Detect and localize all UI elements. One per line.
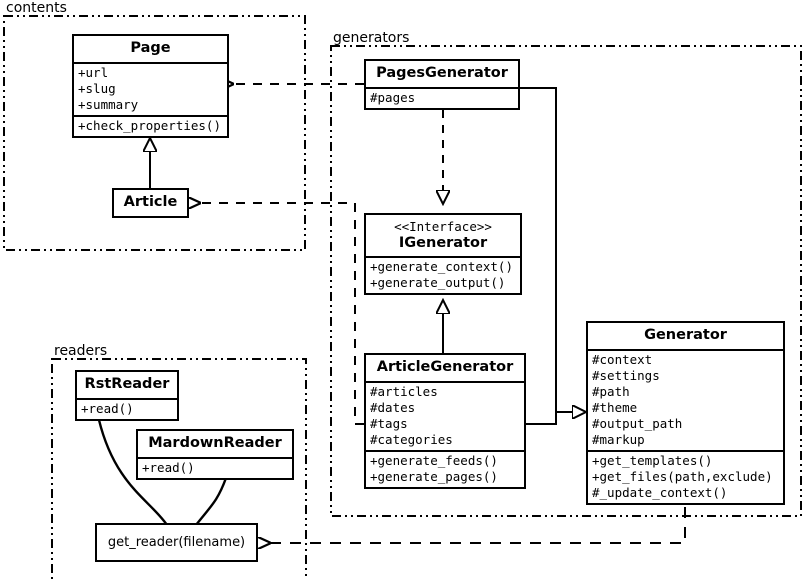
operation-row: +get_files(path,exclude) (592, 468, 773, 484)
operation-row: +get_templates() (592, 452, 713, 468)
attribute-row: #theme (592, 399, 638, 415)
class-box-article-generator[interactable]: ArticleGenerator #articles #dates #tags … (364, 353, 526, 489)
attribute-row: #pages (370, 89, 416, 105)
attribute-row: #tags (370, 415, 408, 431)
class-operations-igenerator: +generate_context() +generate_output() (366, 256, 520, 293)
class-box-igenerator[interactable]: <<Interface>> IGenerator +generate_conte… (364, 213, 522, 296)
package-label-generators: generators (331, 30, 412, 46)
class-title-generator: Generator (644, 327, 727, 343)
line-get-reader-to-mardownreader (195, 466, 235, 526)
class-title-mardown-reader: MardownReader (148, 435, 282, 451)
package-label-contents: contents (4, 0, 69, 16)
class-attributes-page: +url +slug +summary (74, 61, 227, 115)
attribute-row: #context (592, 351, 653, 367)
package-label-readers: readers (52, 343, 110, 359)
class-operations-rst-reader: +read() (77, 397, 177, 419)
attribute-row: #dates (370, 399, 416, 415)
attribute-row: #output_path (592, 415, 683, 431)
class-title-page: Page (130, 40, 171, 56)
class-box-pages-generator[interactable]: PagesGenerator #pages (364, 59, 520, 110)
class-box-page[interactable]: Page +url +slug +summary +check_properti… (72, 34, 229, 138)
class-attributes-pages-generator: #pages (366, 86, 518, 108)
attribute-row: #articles (370, 383, 438, 399)
class-name-igenerator: IGenerator (398, 234, 488, 251)
line-articlegenerator-to-generator (526, 412, 557, 425)
line-articlegenerator-to-article (200, 203, 364, 425)
attribute-row: #categories (370, 431, 453, 447)
function-box-get-reader[interactable]: get_reader(filename) (95, 523, 258, 562)
attribute-row: #path (592, 383, 630, 399)
operation-row: +generate_feeds() (370, 452, 498, 468)
operation-row: #_update_context() (592, 484, 728, 500)
attribute-row: #markup (592, 431, 645, 447)
class-title-article-generator: ArticleGenerator (376, 359, 514, 375)
attribute-row: +slug (78, 80, 116, 96)
class-box-generator[interactable]: Generator #context #settings #path #them… (586, 321, 785, 505)
class-attributes-article-generator: #articles #dates #tags #categories (366, 380, 524, 450)
operation-row: +check_properties() (78, 117, 221, 133)
operation-row: +read() (81, 400, 134, 416)
operation-row: +read() (142, 459, 195, 475)
operation-row: +generate_pages() (370, 468, 498, 484)
class-attributes-generator: #context #settings #path #theme #output_… (588, 348, 783, 450)
class-operations-generator: +get_templates() +get_files(path,exclude… (588, 449, 783, 503)
operation-row: +generate_output() (370, 275, 506, 291)
class-title-article: Article (123, 194, 178, 210)
attribute-row: +url (78, 64, 109, 80)
class-box-mardown-reader[interactable]: MardownReader +read() (136, 429, 294, 480)
attribute-row: +summary (78, 96, 139, 112)
class-operations-page: +check_properties() (74, 114, 227, 136)
attribute-row: #settings (592, 367, 660, 383)
class-box-rst-reader[interactable]: RstReader +read() (75, 370, 179, 421)
operation-row: +generate_context() (370, 259, 513, 275)
line-generator-to-get-reader (270, 507, 686, 543)
class-operations-mardown-reader: +read() (138, 456, 292, 478)
class-operations-article-generator: +generate_feeds() +generate_pages() (366, 449, 524, 487)
function-label-get-reader: get_reader(filename) (107, 535, 246, 550)
class-box-article[interactable]: Article (112, 188, 189, 218)
class-title-igenerator: <<Interface>> IGenerator (366, 215, 520, 256)
class-stereotype-igenerator: <<Interface>> (394, 219, 492, 234)
class-title-rst-reader: RstReader (84, 376, 170, 392)
class-title-pages-generator: PagesGenerator (376, 65, 508, 81)
